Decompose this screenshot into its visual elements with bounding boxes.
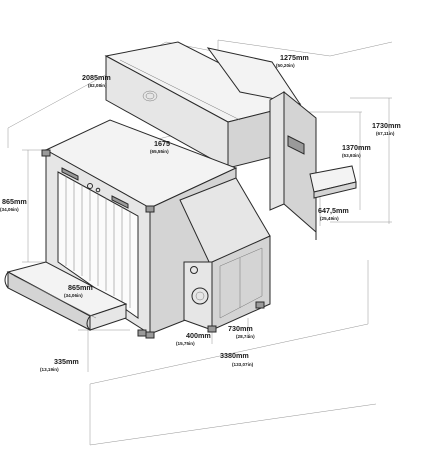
label-1730: 1730mm <box>372 121 401 130</box>
label-865-horizontal-in: (34,06in) <box>64 293 83 298</box>
tunnel-curtains <box>65 176 131 308</box>
label-730: 730mm <box>228 324 253 333</box>
label-335-in: (13,19in) <box>40 367 59 372</box>
label-1275: 1275mm <box>280 53 309 62</box>
input-conveyor <box>4 261 128 331</box>
knob-icon <box>190 266 198 274</box>
lower-cabinet <box>137 177 271 339</box>
label-400-in: (15,75in) <box>176 341 195 346</box>
label-1675-in: (65,55in) <box>150 149 169 154</box>
label-647-in: (25,49in) <box>320 216 339 221</box>
label-865-vertical-in: (34,06in) <box>0 207 19 212</box>
label-3380-in: (133,07in) <box>232 362 254 367</box>
label-1275-in: (50,20in) <box>276 63 295 68</box>
label-335: 335mm <box>54 357 79 366</box>
indicator-lamp-icon <box>87 183 93 189</box>
label-1370: 1370mm <box>342 143 371 152</box>
rear-cabinet <box>206 47 317 234</box>
label-1730-in: (67,11in) <box>376 131 395 136</box>
label-865-horizontal: 865mm <box>68 283 93 292</box>
label-3380: 3380mm <box>220 351 249 360</box>
fan-icon <box>191 287 209 305</box>
label-865-vertical: 865mm <box>2 197 27 206</box>
label-2085: 2085mm <box>82 73 111 82</box>
label-2085-in: (82,08in) <box>88 83 107 88</box>
dimension-labels: 2085mm (82,08in) 1275mm (50,20in) 1730mm… <box>0 53 401 372</box>
label-730-in: (28,74in) <box>236 334 255 339</box>
exit-conveyor <box>309 165 357 240</box>
label-1370-in: (53,93in) <box>342 153 361 158</box>
label-400: 400mm <box>186 331 211 340</box>
label-647: 647,5mm <box>318 206 349 215</box>
label-1675: 1675 <box>154 139 170 148</box>
indicator-lamp-icon <box>95 187 101 193</box>
